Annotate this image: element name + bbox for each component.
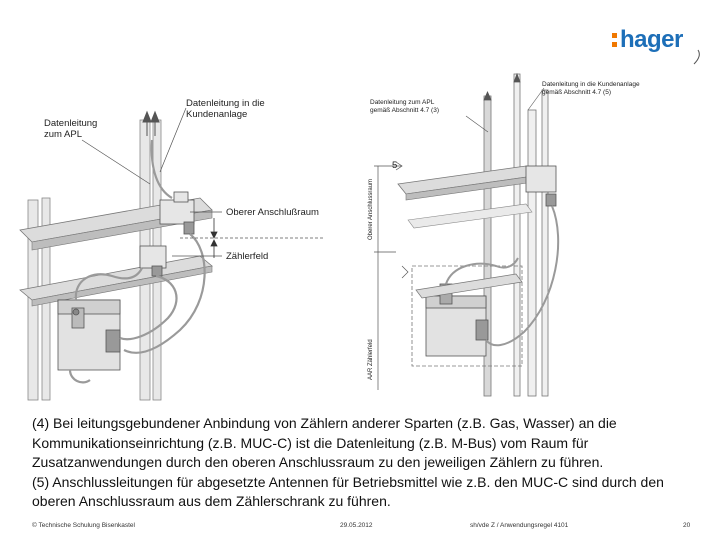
- left-up-arrows: [142, 110, 160, 136]
- left-markers: [210, 218, 218, 258]
- body-text: (4) Bei leitungsgebundener Anbindung von…: [32, 414, 704, 512]
- data-cables: [68, 139, 206, 384]
- right-upper-terminal: [525, 165, 557, 207]
- right-data-cables: [445, 205, 560, 347]
- label-oberer-anschlussraum: Oberer Anschlußraum: [226, 207, 319, 218]
- paragraph-4: (4) Bei leitungsgebundener Anbindung von…: [32, 415, 617, 471]
- footer: © Technische Schulung Bisenkastel 29.05.…: [0, 522, 720, 536]
- footer-copyright: © Technische Schulung Bisenkastel: [32, 522, 135, 529]
- logo-dots-icon: [612, 33, 617, 47]
- logo-swoosh-icon: [693, 49, 700, 65]
- label-vertical-lower: AAR Zählerfeld: [368, 339, 374, 380]
- label-vertical-upper: Oberer Anschlussraum: [368, 179, 374, 240]
- label-zaehlerfeld: Zählerfeld: [226, 251, 268, 262]
- right-dimension-label: 5: [392, 160, 397, 171]
- logo-text: hager: [620, 26, 683, 53]
- right-figure: 5 Oberer Anschlussraum AAR Zählerfeld Da…: [368, 72, 640, 397]
- right-dimension-lines: [374, 161, 409, 390]
- upper-terminal-box: [159, 191, 195, 235]
- right-up-arrows: [483, 72, 521, 101]
- hager-logo: hager: [612, 24, 696, 56]
- footer-date: 29.05.2012: [340, 522, 373, 529]
- paragraph-5: (5) Anschlussleitungen für abgesetzte An…: [32, 473, 664, 510]
- right-upper-rail: [397, 165, 535, 229]
- footer-page-number: 20: [683, 522, 691, 529]
- right-callout-lines: [465, 87, 545, 133]
- right-posts: [483, 73, 549, 397]
- footer-reference: sh/vde Z / Anwendungsregel 4101: [470, 522, 569, 529]
- meter-device: [57, 299, 121, 371]
- right-middle-rail: [415, 273, 523, 299]
